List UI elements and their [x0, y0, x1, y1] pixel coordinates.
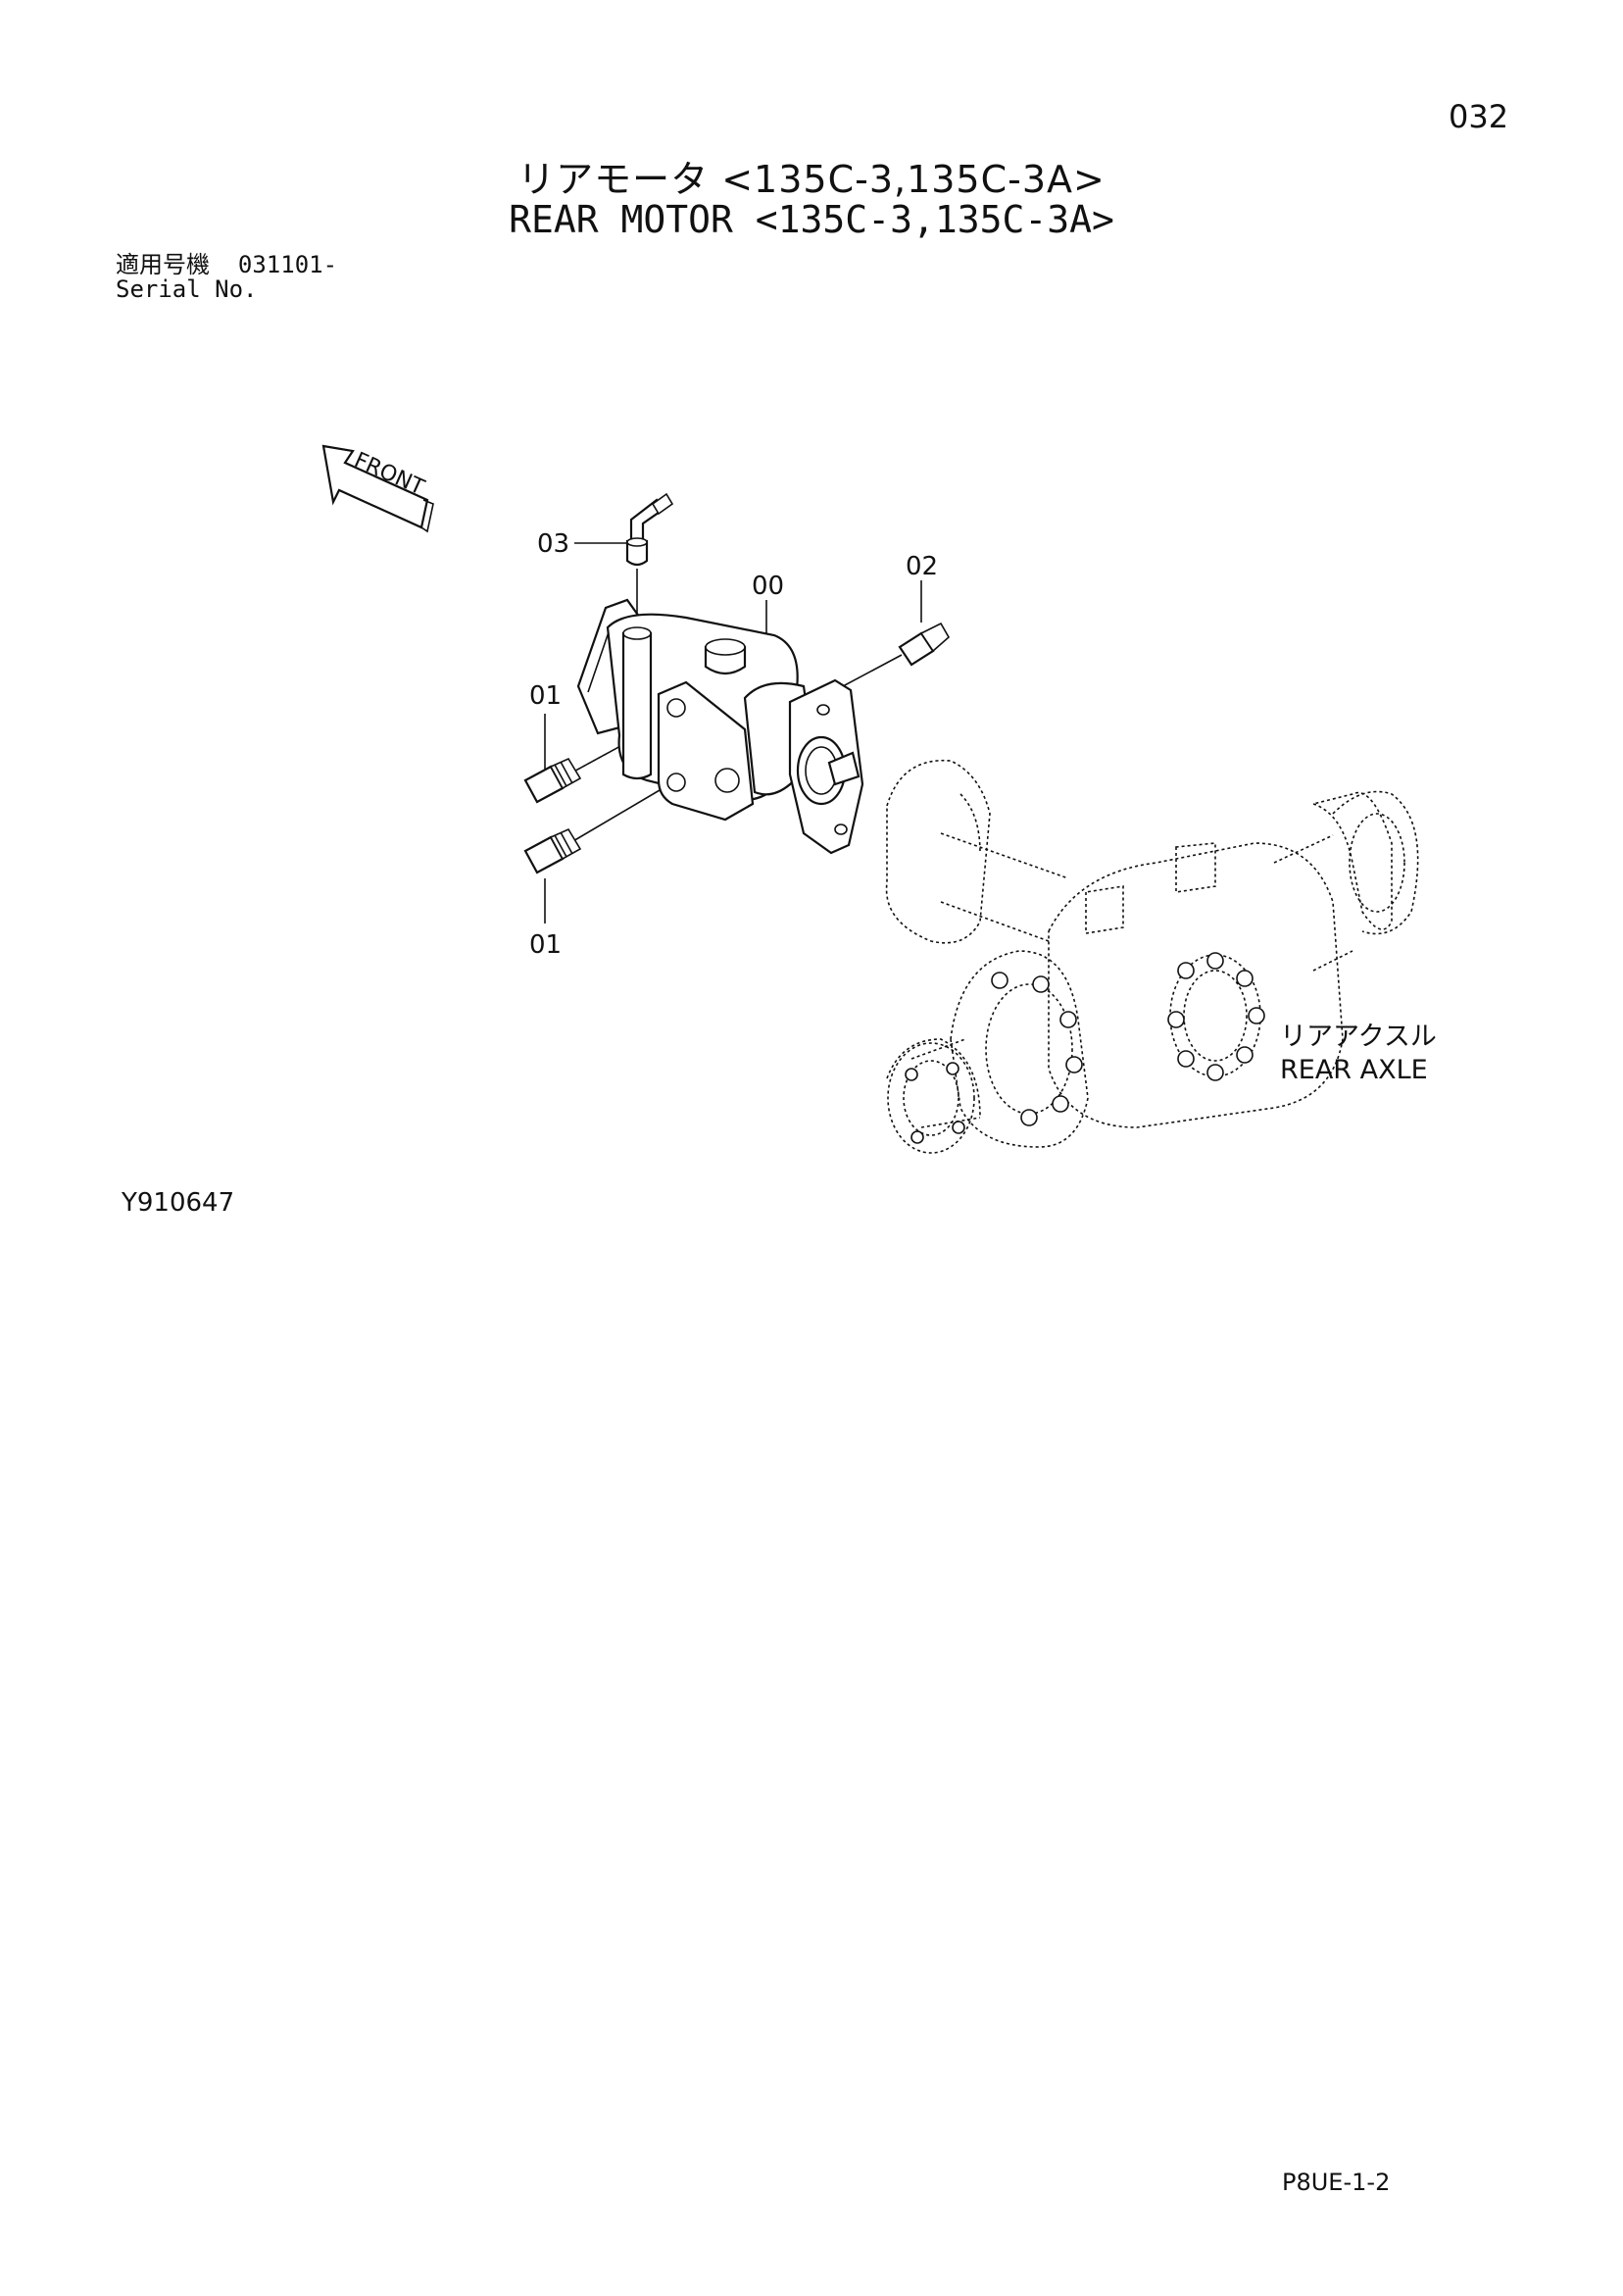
- part-01-lower-fitting: [523, 827, 582, 874]
- rear-axle-label-jp: リアアクスル: [1280, 1022, 1437, 1052]
- callout-02: 02: [906, 552, 938, 581]
- front-arrow: FRONT: [321, 444, 434, 533]
- rear-axle: [885, 759, 1419, 1154]
- part-01-upper-fitting: [523, 757, 582, 804]
- figure-code: Y910647: [122, 1188, 235, 1218]
- callout-01-upper: 01: [529, 681, 562, 711]
- callout-01-lower: 01: [529, 930, 562, 960]
- callout-03: 03: [537, 529, 569, 559]
- sheet-code: P8UE-1-2: [1282, 2169, 1391, 2196]
- serial-label-en: Serial No.: [116, 275, 258, 303]
- page-number: 032: [1449, 98, 1509, 135]
- part-03-elbow-fitting: [625, 492, 674, 567]
- serial-number: 031101-: [237, 251, 338, 278]
- rear-axle-label-en: REAR AXLE: [1280, 1055, 1428, 1085]
- serial-label-jp: 適用号機: [116, 251, 210, 278]
- page-title-jp: リアモータ <135C-3,135C-3A>: [517, 158, 1106, 201]
- part-00-rear-motor: [576, 598, 864, 855]
- callout-00: 00: [752, 572, 784, 601]
- page-title-en: REAR MOTOR <135C-3,135C-3A>: [509, 198, 1114, 241]
- serial-block: 適用号機 031101- Serial No.: [116, 253, 337, 302]
- rear-axle-bolts: [905, 952, 1265, 1144]
- part-02-straight-fitting: [898, 622, 951, 667]
